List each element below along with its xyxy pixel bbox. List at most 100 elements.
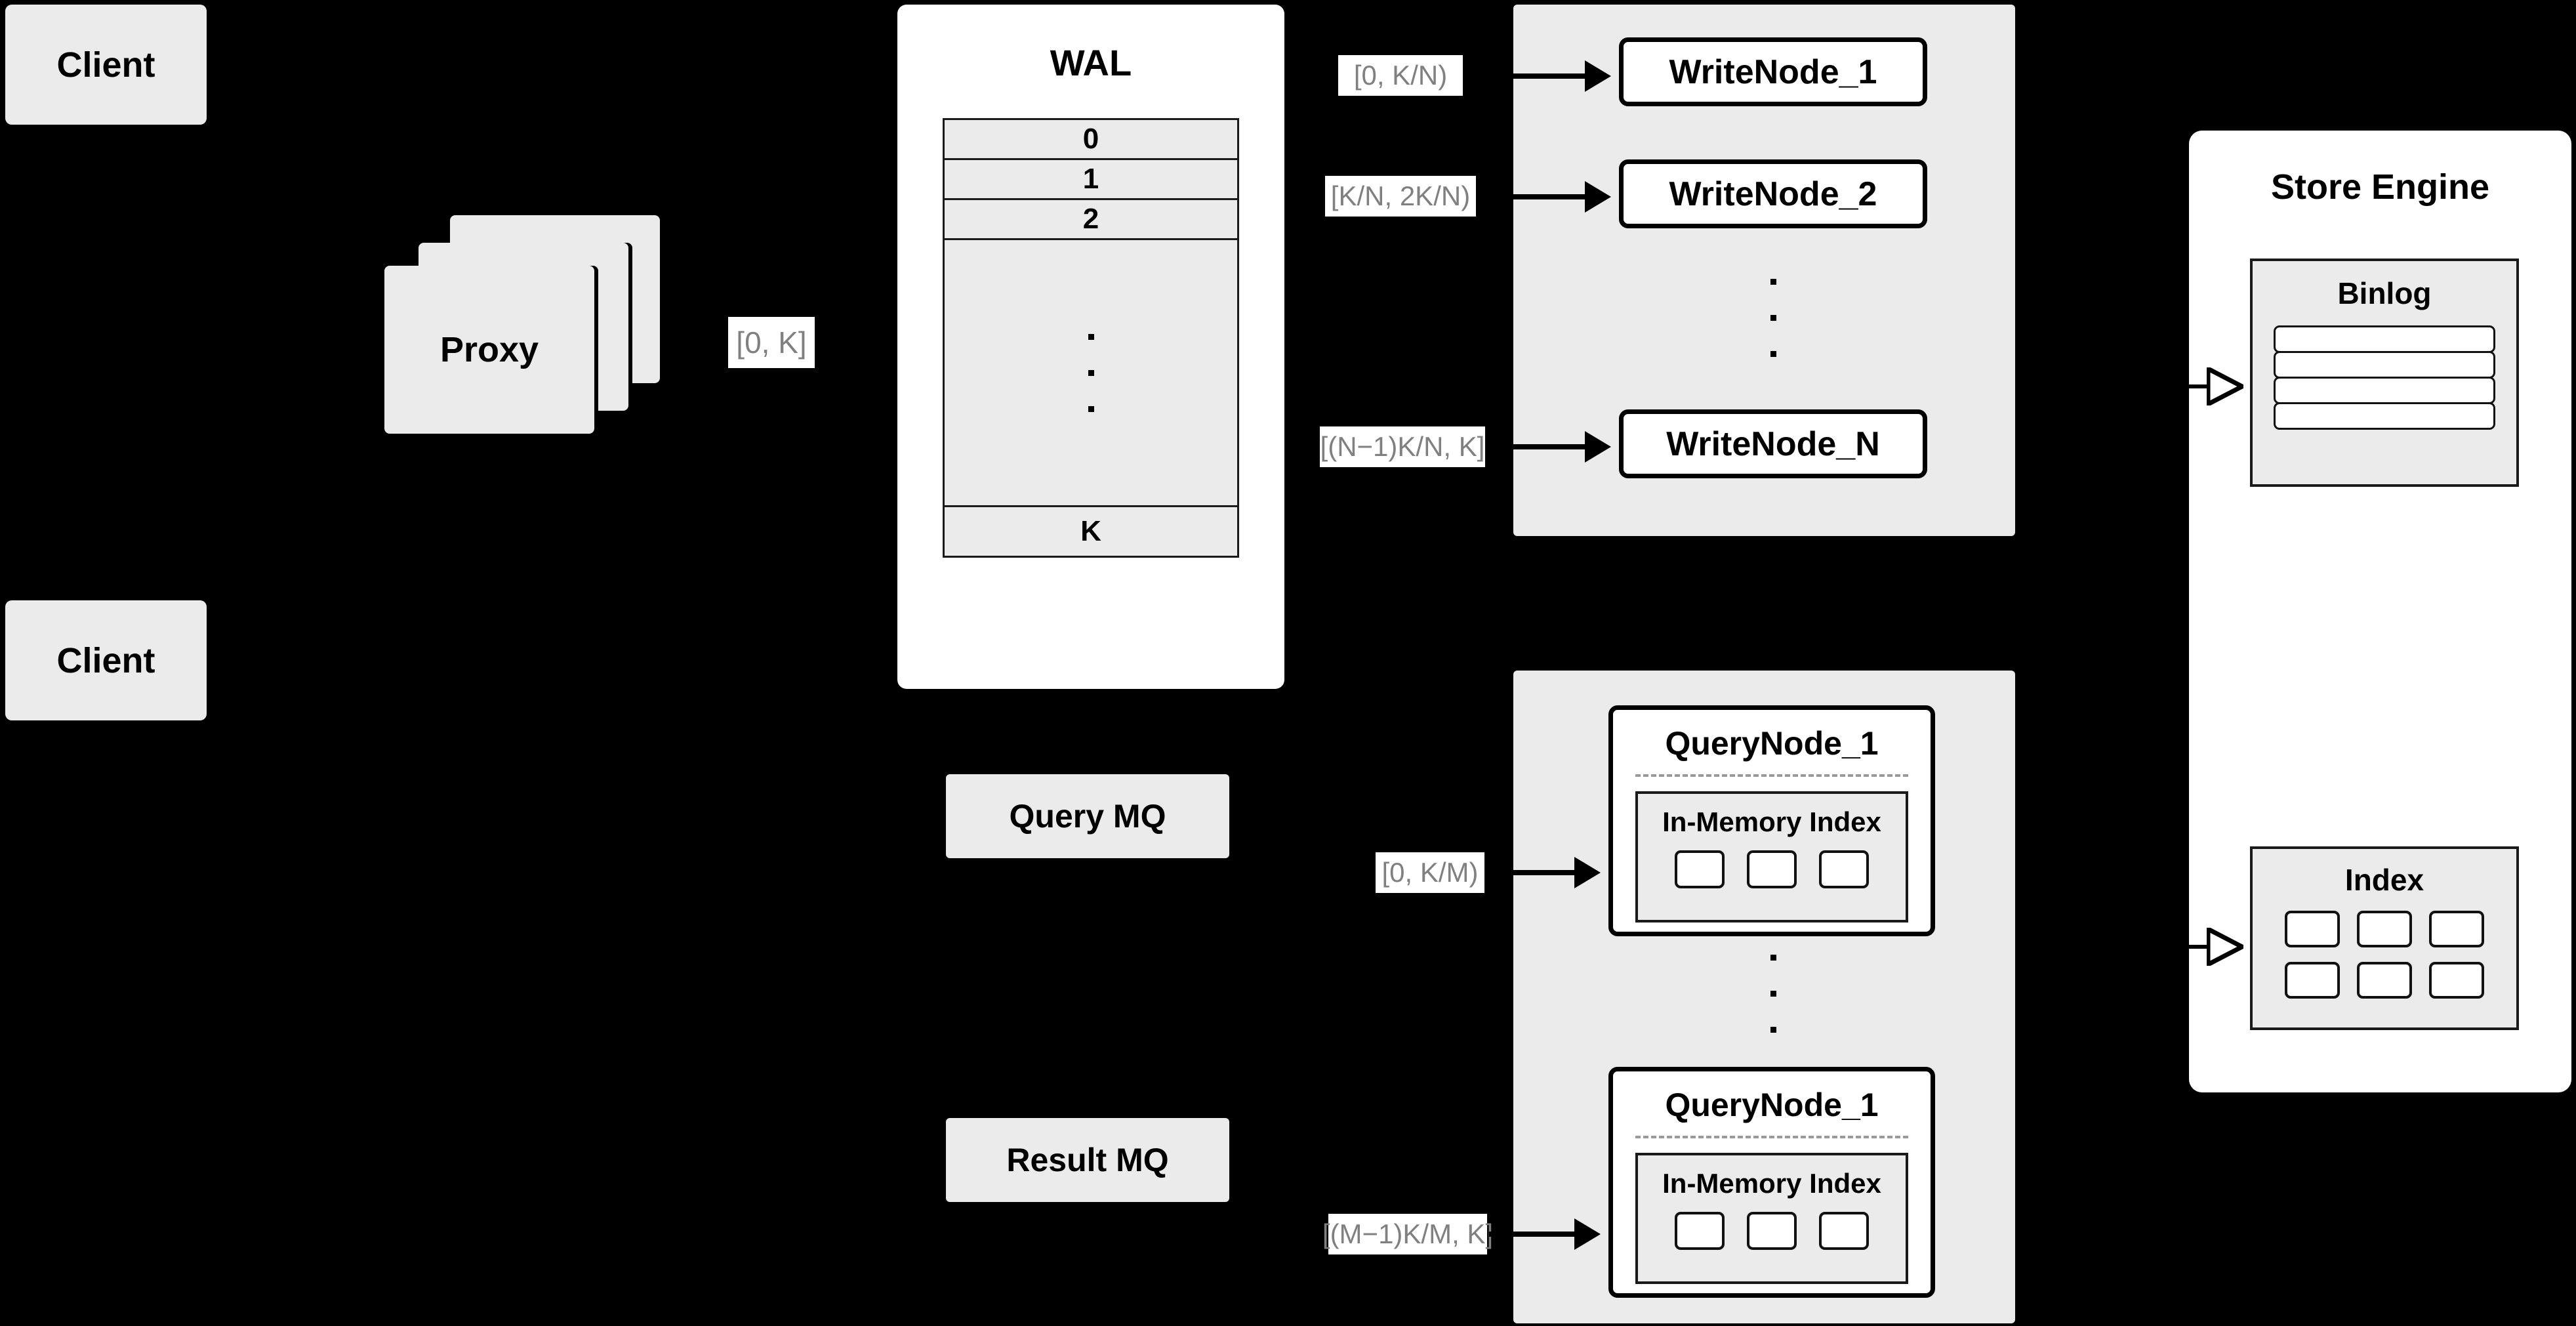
store-engine-title-text: Store Engine: [2270, 167, 2490, 207]
client-box-1[interactable]: Client: [5, 5, 207, 125]
binlog-segment[interactable]: [2274, 351, 2495, 379]
index-group: Index: [2250, 846, 2519, 1030]
proxy-label: Proxy: [440, 330, 539, 369]
query-node-1-arrow-line: [1486, 870, 1578, 875]
index-cell[interactable]: [2429, 911, 2484, 947]
index-cell[interactable]: [1674, 1212, 1725, 1250]
binlog-title-text: Binlog: [2337, 276, 2432, 310]
binlog-segment[interactable]: [2274, 402, 2495, 430]
query-node-2-range-label: [(M−1)K/M, K]: [1322, 1214, 1493, 1254]
wal-row[interactable]: 2: [943, 198, 1239, 240]
wal-row-label: 2: [1082, 203, 1099, 235]
query-node-2-range-text: [(M−1)K/M, K]: [1322, 1218, 1494, 1249]
write-node-1-range-label: [0, K/N): [1338, 55, 1463, 96]
write-node-2-range-text: [K/N, 2K/N): [1330, 180, 1471, 211]
write-node-1-range-text: [0, K/N): [1353, 60, 1448, 91]
binlog-arrow-line: [2163, 384, 2209, 388]
query-node-2-divider: [1635, 1136, 1909, 1138]
ellipsis-dot: [1770, 1027, 1776, 1033]
wal-title: WAL: [897, 45, 1284, 81]
index-cell[interactable]: [2357, 962, 2412, 999]
index-title-text: Index: [2344, 863, 2424, 897]
ellipsis-dot: [1088, 369, 1094, 376]
query-mq-box[interactable]: Query MQ: [946, 774, 1229, 858]
store-engine-title: Store Engine: [2189, 169, 2571, 205]
query-node-1[interactable]: QueryNode_1 In-Memory Index: [1608, 705, 1935, 936]
wal-row-label: 1: [1082, 163, 1099, 195]
wal-row-label: K: [1080, 515, 1101, 547]
binlog-title: Binlog: [2253, 261, 2516, 308]
index-title: Index: [2253, 849, 2516, 895]
binlog-segment[interactable]: [2274, 377, 2495, 404]
wal-row[interactable]: K: [943, 505, 1239, 558]
query-node-2-title: QueryNode_1: [1613, 1088, 1931, 1121]
query-node-1-range-label: [0, K/M): [1376, 852, 1484, 893]
query-node-1-divider: [1635, 774, 1909, 777]
wal-row[interactable]: 1: [943, 158, 1239, 200]
ellipsis-dot: [1770, 351, 1776, 357]
write-node-n-arrow-line: [1486, 444, 1589, 449]
index-arrow-head-icon: [2207, 928, 2243, 966]
write-node-n[interactable]: WriteNode_N: [1619, 409, 1927, 478]
index-cell[interactable]: [1818, 850, 1869, 888]
write-node-2-range-label: [K/N, 2K/N): [1325, 176, 1476, 217]
write-node-2[interactable]: WriteNode_2: [1619, 159, 1927, 228]
index-cell[interactable]: [1674, 850, 1725, 888]
result-mq-box[interactable]: Result MQ: [946, 1118, 1229, 1202]
query-node-1-arrow-head-icon: [1574, 857, 1601, 888]
index-title-text: In-Memory Index: [1662, 806, 1881, 837]
query-node-2-in-memory-index: In-Memory Index: [1635, 1153, 1909, 1284]
wal-title-text: WAL: [1050, 42, 1132, 83]
client-label-2: Client: [56, 640, 155, 680]
index-cell[interactable]: [2357, 911, 2412, 947]
index-cell[interactable]: [2429, 962, 2484, 999]
result-mq-label: Result MQ: [1006, 1142, 1169, 1178]
binlog-segment[interactable]: [2274, 325, 2495, 353]
write-node-2-label: WriteNode_2: [1669, 175, 1877, 213]
write-node-2-arrow-line: [1477, 194, 1589, 199]
query-node-2-index-title: In-Memory Index: [1638, 1155, 1906, 1197]
ellipsis-dot: [1088, 333, 1094, 340]
wal-row-label: 0: [1082, 123, 1099, 155]
proxy-range-text: [0, K]: [736, 325, 807, 360]
ellipsis-dot: [1770, 991, 1776, 997]
write-node-n-arrow-head-icon: [1585, 431, 1611, 463]
query-node-2-label: QueryNode_1: [1665, 1087, 1879, 1123]
query-cluster-ellipsis: [1770, 955, 1776, 1033]
index-arrow-line: [2163, 945, 2209, 949]
wal-row[interactable]: 0: [943, 118, 1239, 160]
query-node-1-range-text: [0, K/M): [1381, 857, 1479, 888]
proxy-range-label: [0, K]: [728, 317, 815, 368]
ellipsis-dot: [1770, 279, 1776, 285]
index-title-text: In-Memory Index: [1662, 1168, 1881, 1199]
query-node-2-arrow-head-icon: [1574, 1218, 1601, 1250]
index-cell[interactable]: [2285, 962, 2340, 999]
query-node-1-index-title: In-Memory Index: [1638, 794, 1906, 836]
query-node-2[interactable]: QueryNode_1 In-Memory Index: [1608, 1067, 1935, 1298]
index-cell[interactable]: [1818, 1212, 1869, 1250]
write-node-2-arrow-head-icon: [1585, 181, 1611, 213]
binlog-arrow-head-icon: [2207, 367, 2243, 405]
query-node-1-label: QueryNode_1: [1665, 725, 1879, 762]
proxy-box[interactable]: Proxy: [384, 266, 594, 434]
index-cell[interactable]: [1746, 1212, 1797, 1250]
index-cell[interactable]: [1746, 850, 1797, 888]
ellipsis-dot: [1770, 955, 1776, 961]
write-node-1[interactable]: WriteNode_1: [1619, 37, 1927, 106]
wal-row-ellipsis: [943, 238, 1239, 507]
write-node-n-range-text: [(N−1)K/N, K]: [1320, 431, 1485, 462]
client-label-1: Client: [56, 45, 155, 85]
write-cluster-ellipsis: [1770, 279, 1776, 357]
ellipsis-dot: [1770, 315, 1776, 321]
query-node-2-arrow-line: [1489, 1232, 1578, 1237]
query-node-1-in-memory-index: In-Memory Index: [1635, 791, 1909, 922]
write-node-1-label: WriteNode_1: [1669, 52, 1877, 91]
write-node-1-arrow-line: [1469, 73, 1587, 79]
query-mq-label: Query MQ: [1009, 798, 1166, 835]
ellipsis-dot: [1088, 405, 1094, 412]
query-node-1-title: QueryNode_1: [1613, 727, 1931, 760]
write-node-1-arrow-head-icon: [1585, 60, 1611, 92]
index-cell[interactable]: [2285, 911, 2340, 947]
client-box-2[interactable]: Client: [5, 600, 207, 720]
